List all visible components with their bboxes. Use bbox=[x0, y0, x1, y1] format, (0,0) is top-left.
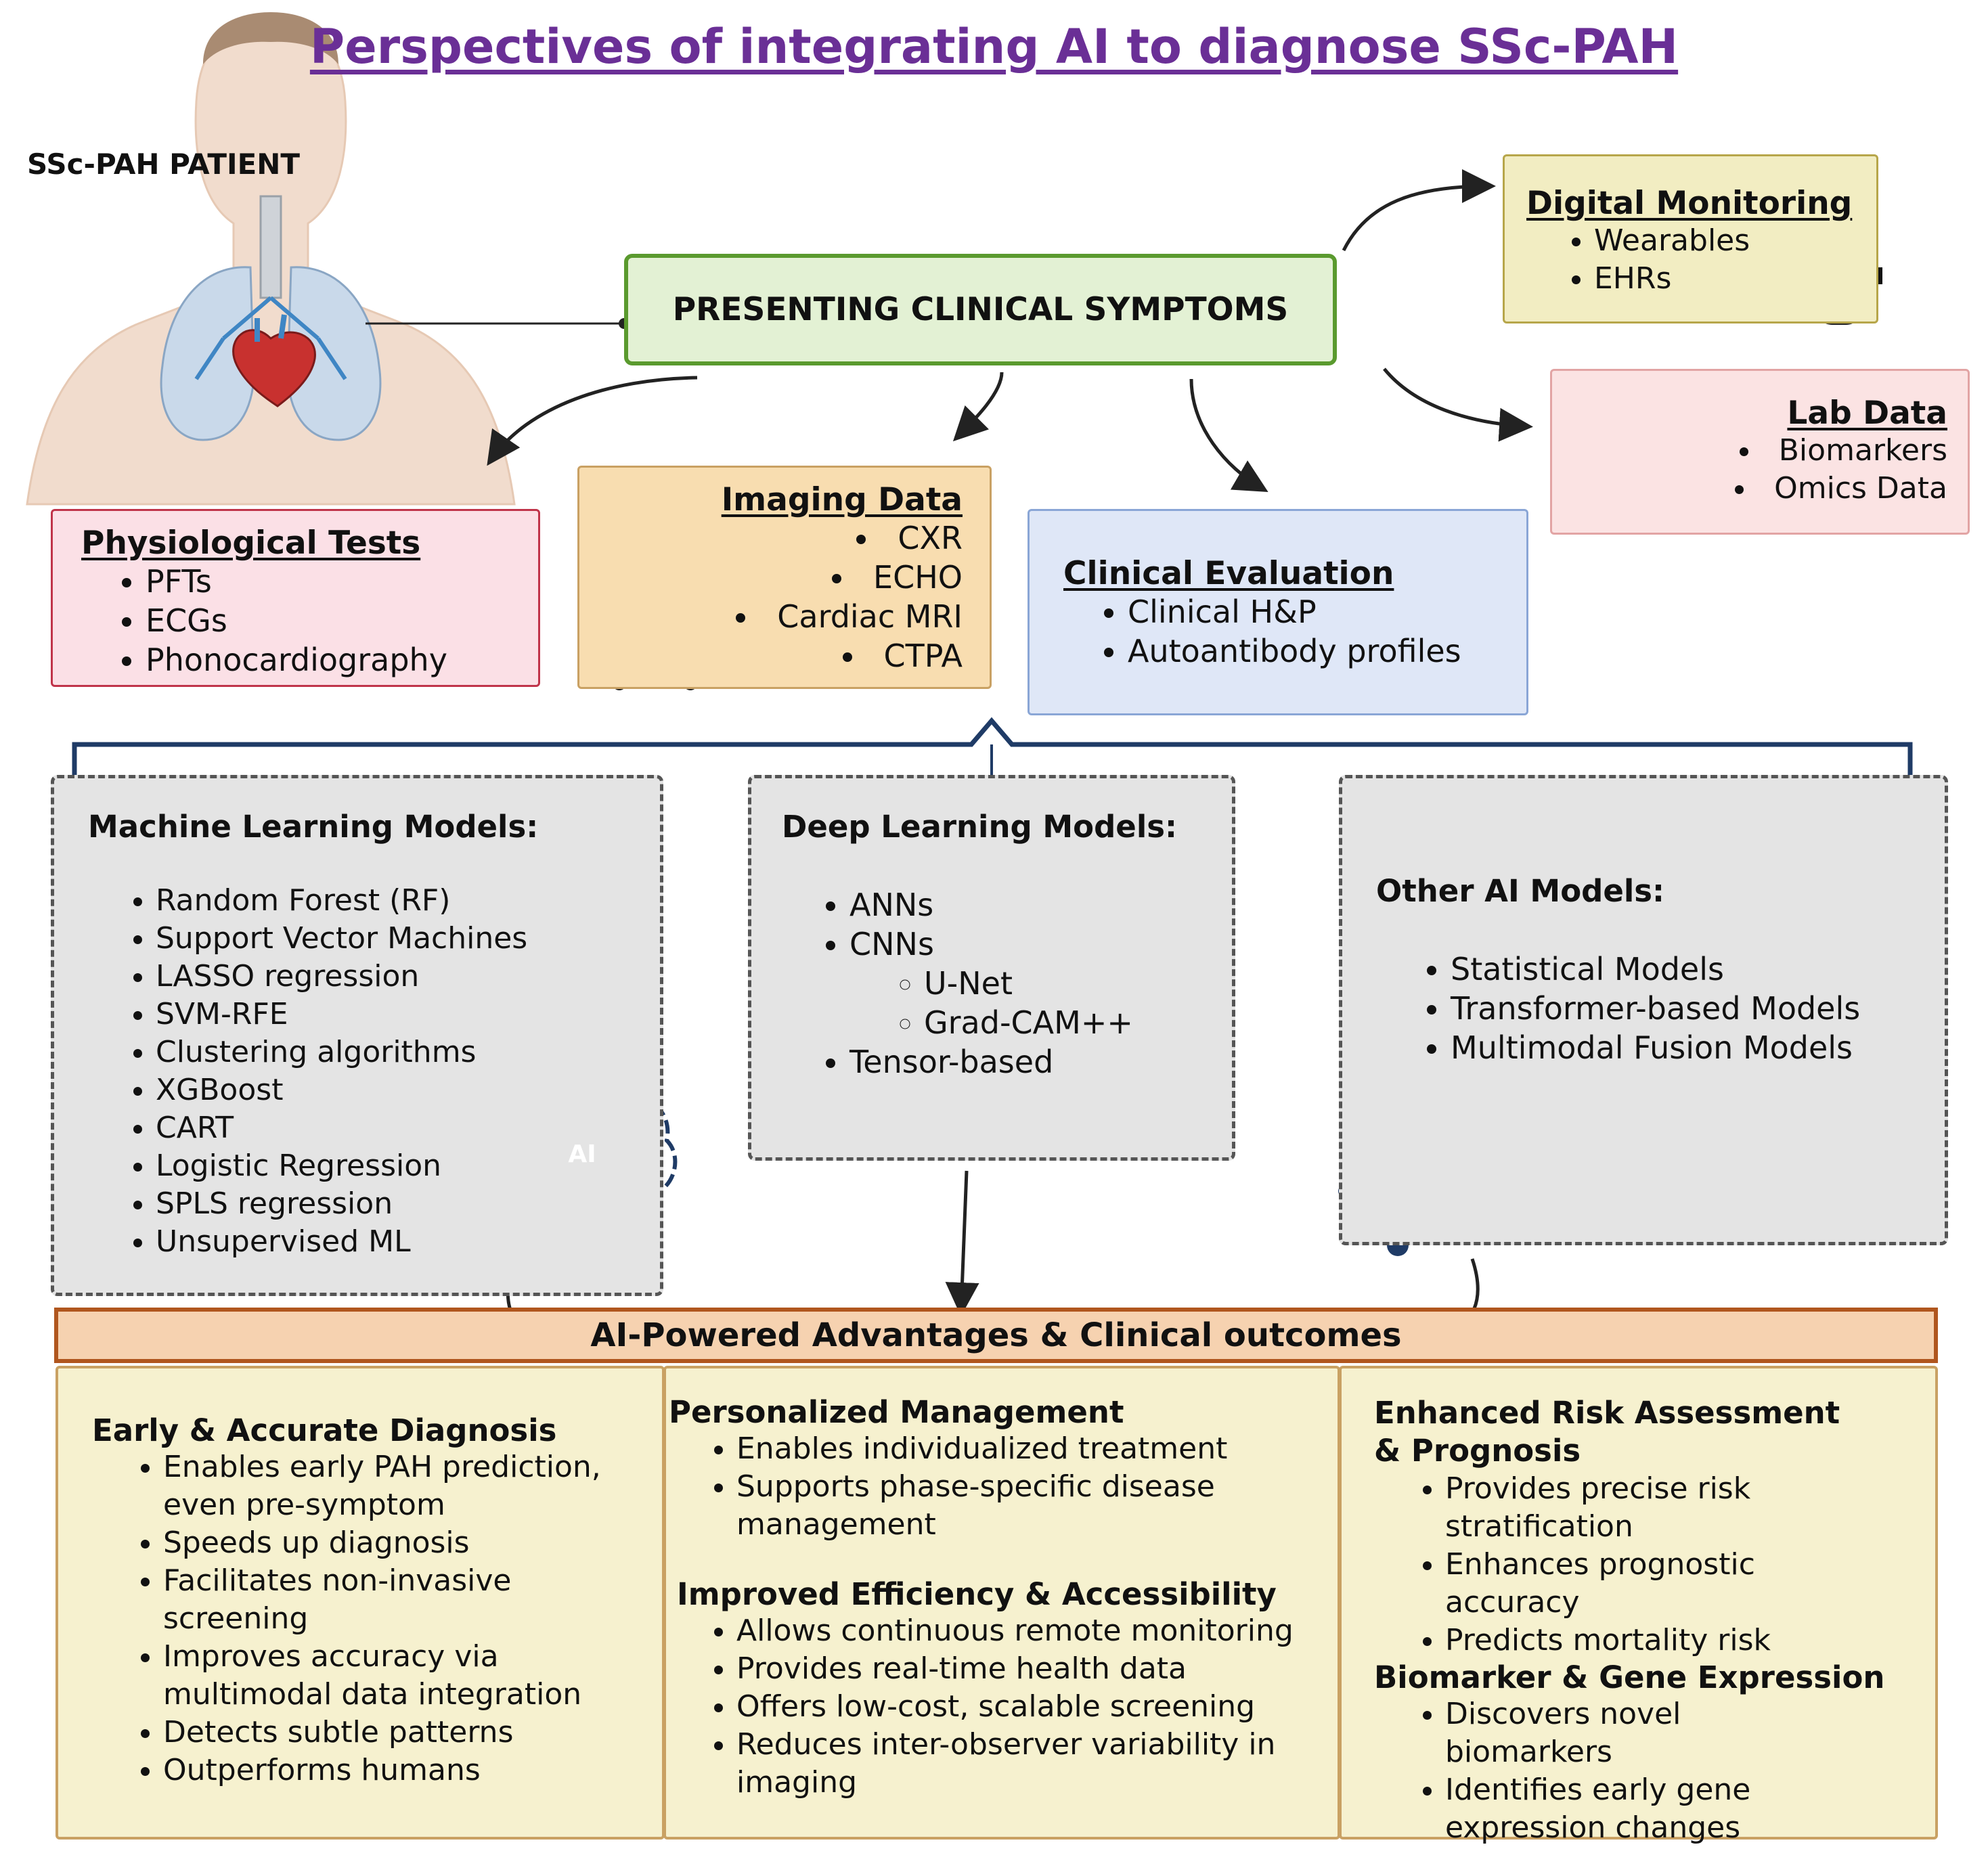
imaging-data-item: ECHO bbox=[579, 558, 963, 597]
physiological-tests-title: Physiological Tests bbox=[81, 525, 421, 562]
biomarker-item: Discovers novel biomarkers bbox=[1445, 1695, 1851, 1771]
outcomes-banner: AI-Powered Advantages & Clinical outcome… bbox=[54, 1308, 1938, 1363]
clinical-evaluation-item: Autoantibody profiles bbox=[1128, 631, 1526, 671]
outcome-risk-biomarker: Enhanced Risk Assessment & Prognosis Pro… bbox=[1339, 1366, 1938, 1845]
imaging-data-title: Imaging Data bbox=[721, 481, 963, 518]
biomarker-item: Identifies early gene expression changes bbox=[1445, 1771, 1851, 1847]
lab-data-title: Lab Data bbox=[1787, 395, 1947, 432]
ml-model-item: SPLS regression bbox=[156, 1185, 660, 1223]
early-diagnosis-item: Detects subtle patterns bbox=[163, 1714, 664, 1752]
biomarker-title: Biomarker & Gene Expression bbox=[1374, 1659, 1885, 1695]
dl-model-subitem: U-Net bbox=[924, 964, 1232, 1003]
early-diagnosis-title: Early & Accurate Diagnosis bbox=[92, 1412, 557, 1448]
risk-item: Enhances prognostic accuracy bbox=[1445, 1546, 1797, 1622]
ml-model-item: Random Forest (RF) bbox=[156, 882, 660, 920]
ml-model-item: LASSO regression bbox=[156, 958, 660, 996]
ml-model-item: CART bbox=[156, 1109, 660, 1147]
imaging-data-item: CXR bbox=[579, 518, 963, 558]
early-diagnosis-item: Speeds up diagnosis bbox=[163, 1524, 664, 1562]
ml-model-item: XGBoost bbox=[156, 1071, 660, 1109]
ml-model-item: Clustering algorithms bbox=[156, 1033, 660, 1071]
other-model-item: Transformer-based Models bbox=[1451, 989, 1884, 1028]
physiological-test-item: PFTs bbox=[146, 562, 538, 601]
ml-model-item: Logistic Regression bbox=[156, 1147, 660, 1185]
early-diagnosis-item: Improves accuracy via multimodal data in… bbox=[163, 1638, 664, 1714]
lab-data-item: Biomarkers bbox=[1552, 432, 1947, 470]
outcome-early-diagnosis: Early & Accurate Diagnosis Enables early… bbox=[56, 1366, 665, 1840]
presenting-symptoms-box: PRESENTING CLINICAL SYMPTOMS bbox=[624, 254, 1337, 365]
imaging-data-item: Cardiac MRI bbox=[579, 597, 963, 636]
dl-models-title: Deep Learning Models: bbox=[782, 809, 1178, 845]
ai-badge: AI bbox=[568, 1140, 596, 1168]
dl-models-box: Deep Learning Models: ANNs CNNs U-Net Gr… bbox=[748, 775, 1235, 1161]
personalized-item: Supports phase-specific disease manageme… bbox=[736, 1468, 1264, 1544]
outcome-personalized-efficiency: Personalized Management Enables individu… bbox=[663, 1366, 1340, 1840]
lab-data-item: Omics Data bbox=[1552, 470, 1947, 508]
clinical-evaluation-item: Clinical H&P bbox=[1128, 592, 1526, 631]
dl-model-subitem: Grad-CAM++ bbox=[924, 1003, 1232, 1042]
ml-model-item: Unsupervised ML bbox=[156, 1223, 660, 1261]
personalized-item: Enables individualized treatment bbox=[736, 1430, 1264, 1468]
efficiency-item: Reduces inter-observer variability in im… bbox=[736, 1726, 1332, 1802]
dl-model-item: Tensor-based bbox=[849, 1042, 1232, 1082]
early-diagnosis-item: Facilitates non-invasive screening bbox=[163, 1562, 664, 1638]
digital-monitoring-title: Digital Monitoring bbox=[1526, 185, 1853, 222]
risk-item: Provides precise risk stratification bbox=[1445, 1470, 1797, 1546]
presenting-symptoms-label: PRESENTING CLINICAL SYMPTOMS bbox=[672, 291, 1289, 328]
digital-monitoring-box: Digital Monitoring Wearables EHRs bbox=[1503, 154, 1878, 324]
outcomes-banner-label: AI-Powered Advantages & Clinical outcome… bbox=[590, 1316, 1402, 1354]
efficiency-title: Improved Efficiency & Accessibility bbox=[677, 1576, 1277, 1612]
dl-model-item: CNNs bbox=[849, 924, 1232, 964]
dl-model-item: ANNs bbox=[849, 885, 1232, 924]
digital-monitoring-item: EHRs bbox=[1594, 260, 1876, 298]
ml-model-item: SVM-RFE bbox=[156, 996, 660, 1033]
ml-model-item: Support Vector Machines bbox=[156, 920, 660, 958]
other-models-title: Other AI Models: bbox=[1376, 873, 1665, 909]
digital-monitoring-item: Wearables bbox=[1594, 222, 1876, 260]
efficiency-item: Offers low-cost, scalable screening bbox=[736, 1688, 1332, 1726]
page-title: Perspectives of integrating AI to diagno… bbox=[309, 19, 1679, 74]
clinical-evaluation-title: Clinical Evaluation bbox=[1063, 555, 1394, 592]
early-diagnosis-item: Outperforms humans bbox=[163, 1752, 664, 1789]
imaging-data-item: CTPA bbox=[579, 636, 963, 675]
physiological-tests-box: Physiological Tests PFTs ECGs Phonocardi… bbox=[51, 509, 540, 687]
risk-title: Enhanced Risk Assessment & Prognosis bbox=[1374, 1395, 1840, 1469]
patient-body-icon bbox=[26, 12, 516, 506]
efficiency-item: Provides real-time health data bbox=[736, 1650, 1332, 1688]
patient-label: SSc-PAH PATIENT bbox=[27, 148, 301, 181]
risk-item: Predicts mortality risk bbox=[1445, 1622, 1797, 1659]
physiological-test-item: Phonocardiography bbox=[146, 640, 538, 679]
imaging-data-box: Imaging Data CXR ECHO Cardiac MRI CTPA bbox=[577, 466, 992, 689]
physiological-test-item: ECGs bbox=[146, 601, 538, 640]
lab-data-box: Lab Data Biomarkers Omics Data bbox=[1550, 369, 1970, 535]
other-model-item: Statistical Models bbox=[1451, 950, 1884, 989]
other-model-item: Multimodal Fusion Models bbox=[1451, 1028, 1884, 1067]
efficiency-item: Allows continuous remote monitoring bbox=[736, 1612, 1332, 1650]
early-diagnosis-item: Enables early PAH prediction, even pre-s… bbox=[163, 1448, 664, 1524]
ml-models-title: Machine Learning Models: bbox=[88, 809, 539, 845]
clinical-evaluation-box: Clinical Evaluation Clinical H&P Autoant… bbox=[1028, 509, 1528, 715]
personalized-title: Personalized Management bbox=[669, 1394, 1124, 1430]
ml-models-box: Machine Learning Models: Random Forest (… bbox=[51, 775, 663, 1296]
other-models-box: Other AI Models: Statistical Models Tran… bbox=[1339, 775, 1948, 1245]
